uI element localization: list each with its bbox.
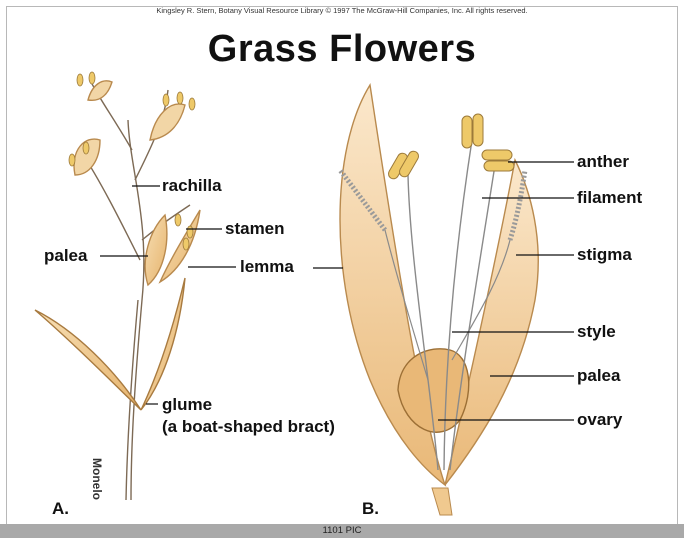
label-glume: glume bbox=[162, 396, 212, 413]
label-style: style bbox=[577, 323, 616, 340]
label-glume-note: (a boat-shaped bract) bbox=[162, 418, 335, 435]
label-palea-a: palea bbox=[44, 247, 87, 264]
label-rachilla: rachilla bbox=[162, 177, 222, 194]
artist-signature: Monelo bbox=[90, 458, 104, 500]
label-palea-b: palea bbox=[577, 367, 620, 384]
footer-caption: 1101 PIC bbox=[0, 524, 684, 538]
panel-label-a: A. bbox=[52, 500, 69, 517]
label-filament: filament bbox=[577, 189, 642, 206]
panel-b-drawing bbox=[340, 85, 538, 515]
label-stamen: stamen bbox=[225, 220, 285, 237]
label-anther: anther bbox=[577, 153, 629, 170]
label-stigma: stigma bbox=[577, 246, 632, 263]
label-ovary: ovary bbox=[577, 411, 622, 428]
label-lemma: lemma bbox=[240, 258, 294, 275]
panel-a-drawing bbox=[35, 80, 200, 500]
panel-label-b: B. bbox=[362, 500, 379, 517]
